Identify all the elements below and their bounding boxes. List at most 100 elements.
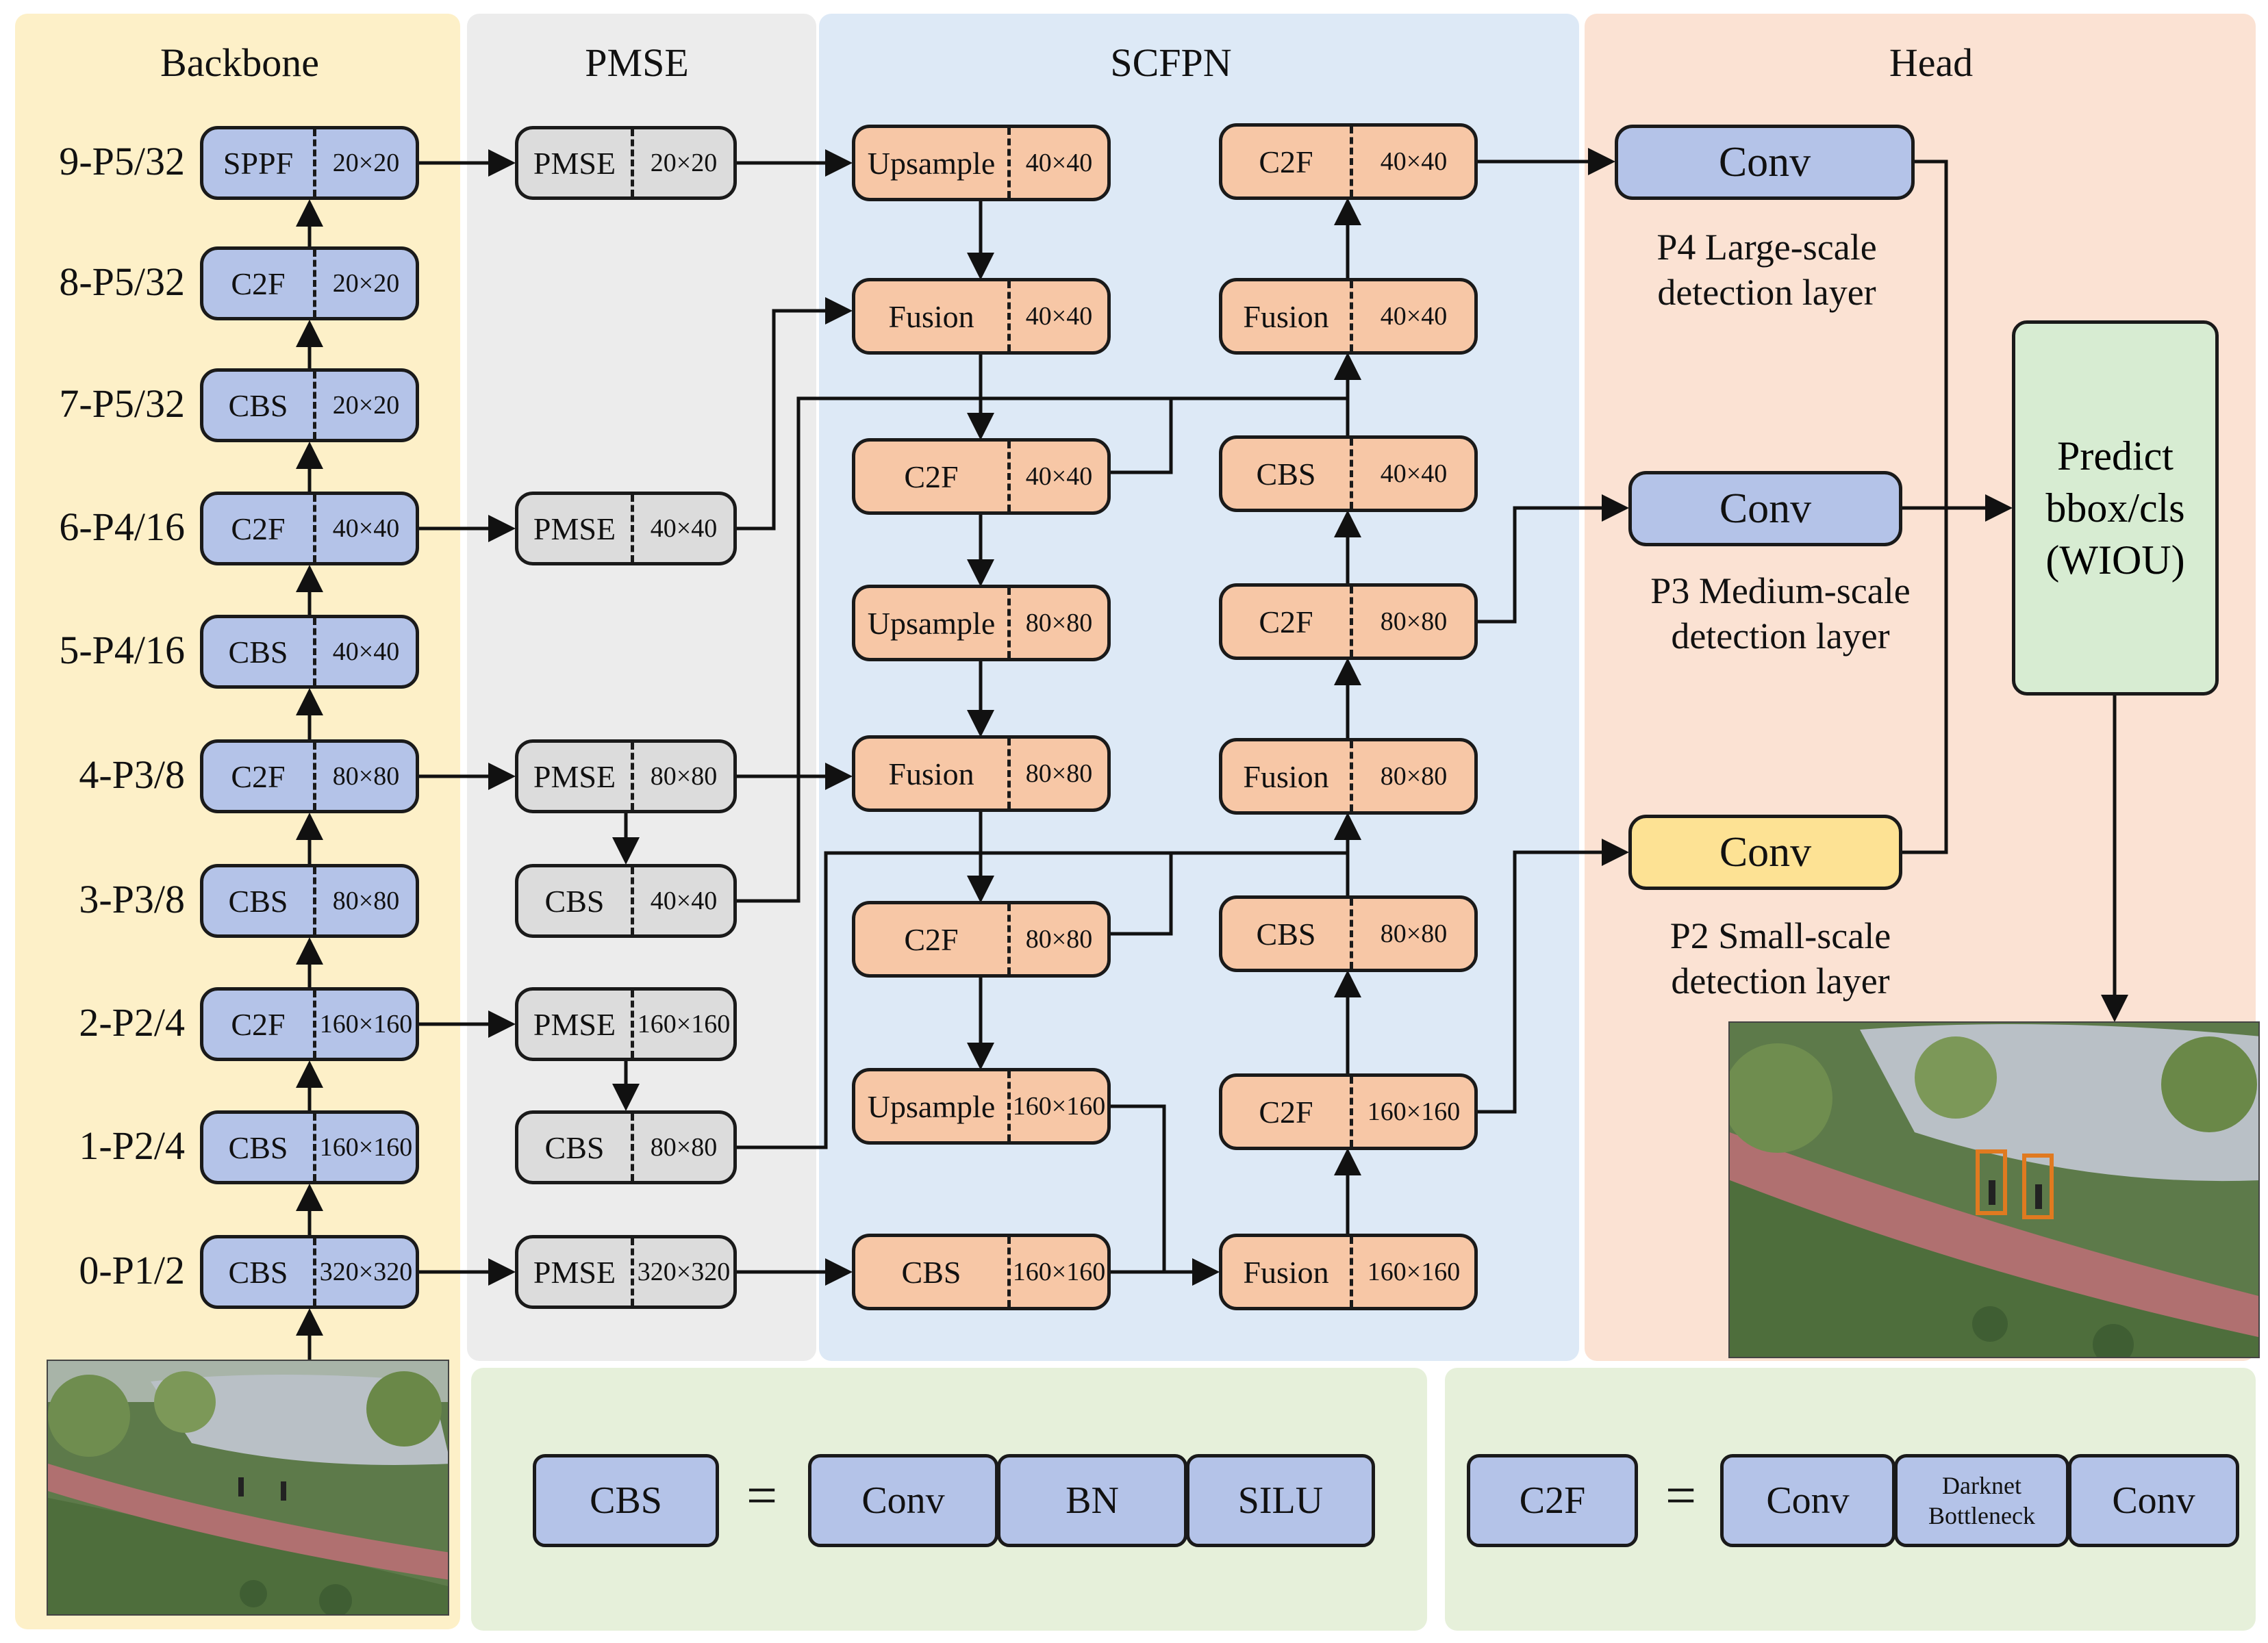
scfpn-left-node-divider xyxy=(1007,128,1011,198)
detection-box-2 xyxy=(2022,1154,2054,1219)
pmse-node-size: 40×40 xyxy=(650,887,718,915)
legend-c2f-equals: = xyxy=(1665,1466,1697,1526)
row-label: 7-P5/32 xyxy=(59,381,185,426)
row-label: 8-P5/32 xyxy=(59,259,185,304)
predict-line3: (WIOU) xyxy=(2045,537,2185,583)
scfpn-right-node-size: 80×80 xyxy=(1380,762,1448,791)
scfpn-right-node-size: 80×80 xyxy=(1380,607,1448,636)
output-scene-illustration xyxy=(1730,1023,2258,1357)
pmse-node-name: CBS xyxy=(544,1130,605,1165)
backbone-node-size: 80×80 xyxy=(332,887,400,915)
scfpn-left-node-divider xyxy=(1007,1237,1011,1307)
scfpn-left-node-size: 40×40 xyxy=(1025,302,1093,331)
scfpn-right-node-size: 40×40 xyxy=(1380,147,1448,176)
scfpn-left-node-size: 40×40 xyxy=(1025,462,1093,491)
backbone-node-divider xyxy=(313,1114,316,1181)
scfpn-right-node-name: C2F xyxy=(1259,1094,1313,1130)
pmse-node-name: PMSE xyxy=(533,145,616,181)
scfpn-right-node-size: 160×160 xyxy=(1367,1097,1461,1126)
scfpn-right-node-name: Fusion xyxy=(1243,759,1329,794)
p3-caption-line2: detection layer xyxy=(1671,615,1890,657)
p2-caption-line1: P2 Small-scale xyxy=(1670,915,1891,956)
scfpn-right-node: C2F 160×160 xyxy=(1219,1073,1478,1150)
legend-cbs-conv: Conv xyxy=(808,1454,998,1547)
scfpn-left-node-size: 40×40 xyxy=(1025,149,1093,177)
scfpn-right-node-size: 160×160 xyxy=(1367,1258,1461,1286)
scfpn-right-node: Fusion 160×160 xyxy=(1219,1234,1478,1310)
scfpn-left-node-name: Fusion xyxy=(888,298,974,334)
predict-line1: Predict xyxy=(2057,433,2174,479)
pmse-node-name: PMSE xyxy=(533,1254,616,1290)
predict-line2: bbox/cls xyxy=(2045,485,2185,531)
legend-cbs-silu: SILU xyxy=(1186,1454,1375,1547)
row-label: 1-P2/4 xyxy=(79,1123,185,1168)
scfpn-right-node-size: 40×40 xyxy=(1380,459,1448,488)
pmse-node-divider xyxy=(631,495,634,562)
backbone-node-divider xyxy=(313,991,316,1058)
scfpn-left-node-divider xyxy=(1007,281,1011,351)
scfpn-right-node-name: C2F xyxy=(1259,144,1313,179)
scfpn-left-node-name: Fusion xyxy=(888,756,974,791)
scfpn-right-node-divider xyxy=(1350,741,1353,811)
scfpn-right-node-name: Fusion xyxy=(1243,1254,1329,1290)
input-scene-illustration xyxy=(48,1361,448,1614)
backbone-node-size: 160×160 xyxy=(319,1133,413,1162)
backbone-node-name: CBS xyxy=(228,883,288,919)
backbone-title: Backbone xyxy=(160,40,319,85)
connector-line xyxy=(1478,494,1629,624)
p2-caption: P2 Small-scale detection layer xyxy=(1575,913,1986,1004)
scfpn-right-node-size: 40×40 xyxy=(1380,302,1448,331)
backbone-node-size: 40×40 xyxy=(332,637,400,666)
scfpn-left-node-size: 160×160 xyxy=(1012,1258,1106,1286)
p4-caption-line1: P4 Large-scale xyxy=(1656,227,1877,268)
pmse-node-name: PMSE xyxy=(533,759,616,794)
backbone-node: C2F 80×80 xyxy=(200,739,419,813)
legend-cbs-bn: BN xyxy=(997,1454,1187,1547)
backbone-node-name: C2F xyxy=(231,266,286,301)
p3-caption: P3 Medium-scale detection layer xyxy=(1575,568,1986,659)
connector-line xyxy=(1111,1104,1220,1286)
backbone-node-size: 80×80 xyxy=(332,762,400,791)
scfpn-left-node-divider xyxy=(1007,442,1011,511)
backbone-node-size: 160×160 xyxy=(319,1010,413,1039)
scfpn-left-node-size: 160×160 xyxy=(1012,1092,1106,1121)
pmse-node-size: 20×20 xyxy=(650,149,718,177)
scfpn-left-node-size: 80×80 xyxy=(1025,609,1093,637)
pmse-node-size: 80×80 xyxy=(650,1133,718,1162)
legend-cbs-equals: = xyxy=(746,1466,778,1526)
scfpn-right-node-divider xyxy=(1350,1077,1353,1147)
p3-conv-node: Conv xyxy=(1628,471,1902,546)
pmse-node-divider xyxy=(631,1114,634,1181)
backbone-node-divider xyxy=(313,372,316,439)
backbone-node: CBS 80×80 xyxy=(200,864,419,938)
p4-conv-label: Conv xyxy=(1718,138,1811,186)
scfpn-title: SCFPN xyxy=(1110,40,1232,85)
p2-conv-label: Conv xyxy=(1719,828,1812,876)
backbone-node-size: 20×20 xyxy=(332,391,400,420)
backbone-node-name: SPPF xyxy=(223,145,294,181)
p4-caption: P4 Large-scale detection layer xyxy=(1575,225,1958,315)
pmse-node-divider xyxy=(631,1238,634,1306)
pmse-node-size: 320×320 xyxy=(637,1258,731,1286)
output-image xyxy=(1728,1021,2260,1358)
backbone-node-name: CBS xyxy=(228,1130,288,1165)
connector-line xyxy=(1478,839,1629,1114)
row-label: 6-P4/16 xyxy=(59,505,185,549)
connector-line xyxy=(1171,353,1361,400)
p3-caption-line1: P3 Medium-scale xyxy=(1650,570,1911,611)
pmse-node-divider xyxy=(631,991,634,1058)
backbone-node-name: C2F xyxy=(231,759,286,794)
